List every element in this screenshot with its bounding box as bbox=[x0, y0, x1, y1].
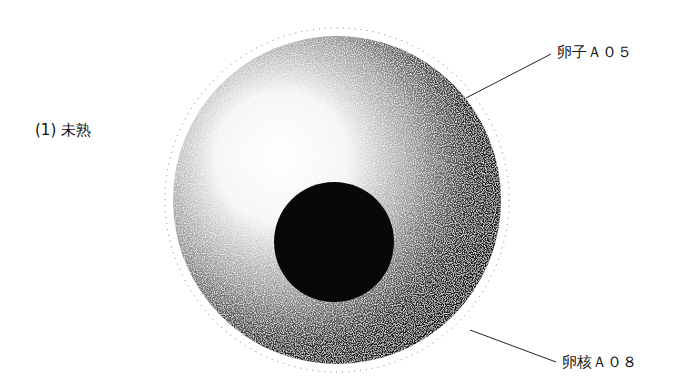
leader-line bbox=[470, 330, 556, 362]
stage-caption: (1) 未熟 bbox=[34, 121, 92, 139]
part-label: 卵核Ａ０８ bbox=[561, 353, 638, 371]
egg-nucleus bbox=[274, 182, 394, 302]
egg-cell bbox=[173, 36, 501, 364]
part-label: 卵子Ａ０５ bbox=[556, 43, 633, 61]
outer-membrane bbox=[165, 28, 509, 372]
leader-line bbox=[466, 54, 551, 98]
